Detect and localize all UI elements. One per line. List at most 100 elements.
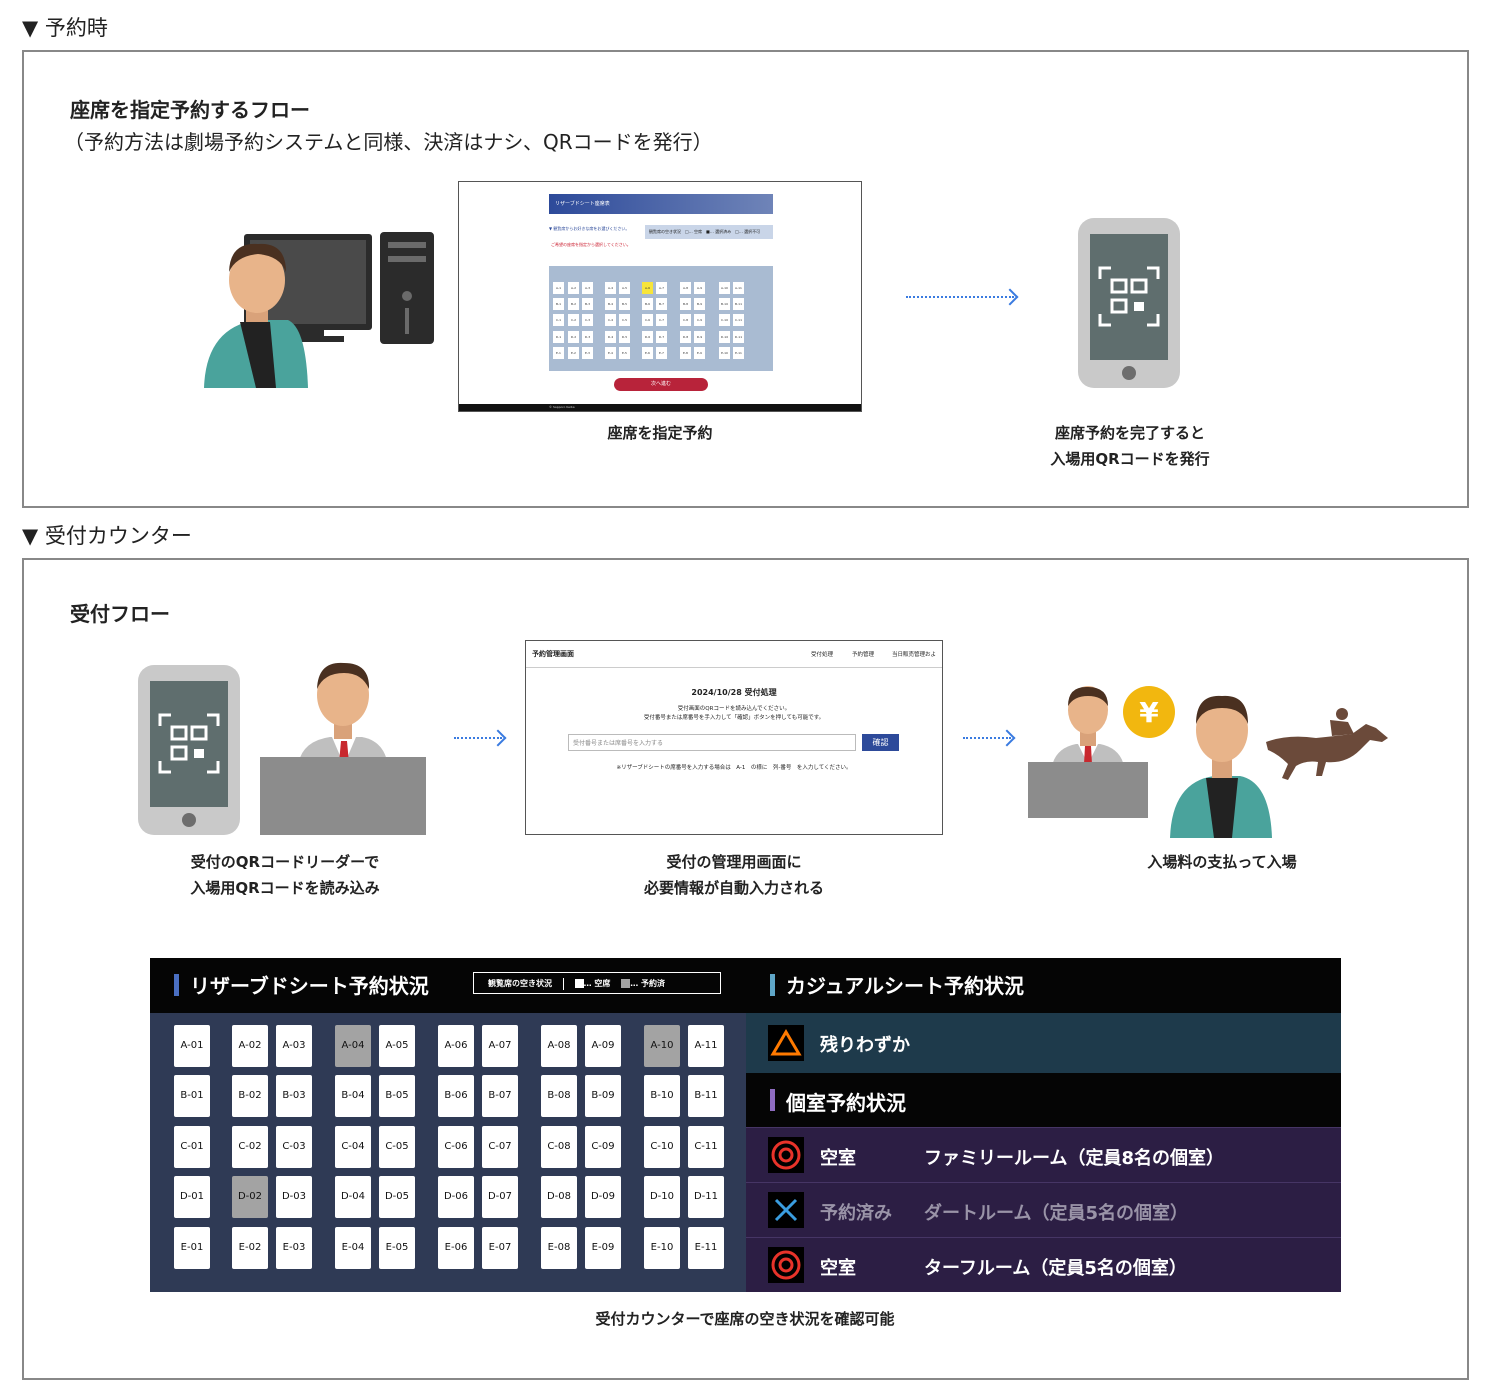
next-button[interactable]: 次へ進む (614, 378, 708, 391)
room-row: 空室 ファミリールーム（定員8名の個室） (746, 1127, 1341, 1182)
mini-seat[interactable]: E-4 (605, 347, 616, 359)
mini-seat[interactable]: D-7 (656, 331, 667, 343)
seat-note: ご希望の座席を指定から選択してください。 (551, 242, 631, 247)
mini-seat[interactable]: E-8 (680, 347, 691, 359)
seat-e-05: E-05 (379, 1227, 415, 1269)
mini-seat[interactable]: C-11 (733, 314, 744, 326)
mini-seat[interactable]: D-3 (582, 331, 593, 343)
mini-seat[interactable]: C-3 (582, 314, 593, 326)
seat-e-02: E-02 (232, 1227, 268, 1269)
seat-d-11: D-11 (688, 1176, 724, 1218)
mini-seat[interactable]: B-2 (568, 298, 579, 310)
seat-select-instruction: ▼ 観覧席からお好きな席をお選びください。 (549, 226, 630, 231)
mini-seat[interactable]: E-3 (582, 347, 593, 359)
mini-seat[interactable]: B-9 (694, 298, 705, 310)
casual-status-row: 残りわずか (746, 1013, 1341, 1073)
seat-e-11: E-11 (688, 1227, 724, 1269)
mini-seat[interactable]: E-1 (553, 347, 564, 359)
mini-seat[interactable]: E-10 (719, 347, 730, 359)
mini-seat[interactable]: B-6 (642, 298, 653, 310)
seat-legend: 観覧席の空き状況 … 空席 … 予約済 (473, 972, 721, 994)
mini-seat[interactable]: A-7 (656, 282, 667, 294)
phone-qr-illustration-2 (138, 665, 240, 835)
mini-seat[interactable]: A-9 (694, 282, 705, 294)
mini-seat[interactable]: C-8 (680, 314, 691, 326)
mini-seat[interactable]: D-8 (680, 331, 691, 343)
mini-seat[interactable]: B-8 (680, 298, 691, 310)
confirm-button[interactable]: 確認 (862, 734, 899, 751)
seat-a-09: A-09 (585, 1025, 621, 1067)
mini-seat[interactable]: D-9 (694, 331, 705, 343)
mini-seat[interactable]: A-6 (642, 282, 653, 294)
flow-arrow-1 (906, 296, 1014, 300)
mini-seat[interactable]: C-9 (694, 314, 705, 326)
seat-e-09: E-09 (585, 1227, 621, 1269)
mini-seat[interactable]: A-10 (719, 282, 730, 294)
mini-seat[interactable]: D-6 (642, 331, 653, 343)
seat-c-10: C-10 (644, 1126, 680, 1168)
seat-a-08: A-08 (541, 1025, 577, 1067)
seat-c-04: C-04 (335, 1126, 371, 1168)
reserved-accent-bar (174, 974, 179, 996)
seat-b-07: B-07 (482, 1075, 518, 1117)
section-label-counter: ▼ 受付カウンター (22, 524, 192, 548)
mini-seat[interactable]: C-10 (719, 314, 730, 326)
mini-seat[interactable]: A-5 (619, 282, 630, 294)
mini-seat[interactable]: C-7 (656, 314, 667, 326)
seat-b-02: B-02 (232, 1075, 268, 1117)
phone-qr-illustration (1078, 218, 1180, 388)
seat-e-03: E-03 (276, 1227, 312, 1269)
mini-seat[interactable]: A-1 (553, 282, 564, 294)
mini-seat[interactable]: D-11 (733, 331, 744, 343)
mini-seat[interactable]: B-7 (656, 298, 667, 310)
mini-seat[interactable]: B-3 (582, 298, 593, 310)
mini-seat[interactable]: C-5 (619, 314, 630, 326)
mini-seat[interactable]: C-4 (605, 314, 616, 326)
mini-seat[interactable]: D-10 (719, 331, 730, 343)
mini-seat[interactable]: E-7 (656, 347, 667, 359)
racehorse-icon (1266, 708, 1388, 780)
mini-seat[interactable]: E-11 (733, 347, 744, 359)
mini-seat[interactable]: B-1 (553, 298, 564, 310)
mini-seat[interactable]: D-4 (605, 331, 616, 343)
seat-b-03: B-03 (276, 1075, 312, 1117)
mini-seat[interactable]: B-10 (719, 298, 730, 310)
mini-seat[interactable]: E-5 (619, 347, 630, 359)
caption-payment: 入場料の支払って入場 (1147, 853, 1297, 871)
mini-seat[interactable]: A-2 (568, 282, 579, 294)
reception-number-input[interactable]: 受付番号または席番号を入力する (568, 734, 856, 751)
mini-seat[interactable]: B-5 (619, 298, 630, 310)
seat-a-01: A-01 (174, 1025, 210, 1067)
empty-swatch (574, 979, 584, 988)
nav-same-day[interactable]: 当日販売管理およ (892, 652, 937, 658)
cross-icon (768, 1192, 804, 1228)
mini-seat[interactable]: B-4 (605, 298, 616, 310)
mini-seat[interactable]: D-2 (568, 331, 579, 343)
section-label-reservation: ▼ 予約時 (22, 16, 108, 40)
mini-seat[interactable]: A-11 (733, 282, 744, 294)
reserved-title: リザーブドシート予約状況 (190, 974, 429, 998)
flow-arrow-3 (963, 737, 1011, 741)
mini-seat[interactable]: A-3 (582, 282, 593, 294)
mini-seat[interactable]: C-6 (642, 314, 653, 326)
caption-qr-issue-2: 入場用QRコードを発行 (1050, 450, 1210, 468)
mini-seat[interactable]: D-1 (553, 331, 564, 343)
mini-seat[interactable]: D-5 (619, 331, 630, 343)
mini-seat[interactable]: A-4 (605, 282, 616, 294)
mini-seat[interactable]: E-9 (694, 347, 705, 359)
casual-status: 残りわずか (820, 1035, 910, 1056)
nav-reception[interactable]: 受付処理 (811, 652, 834, 658)
mini-seat[interactable]: B-11 (733, 298, 744, 310)
mini-seat[interactable]: C-2 (568, 314, 579, 326)
mini-seat[interactable]: E-2 (568, 347, 579, 359)
private-header: 個室予約状況 (746, 1073, 1341, 1127)
seat-d-02: D-02 (232, 1176, 268, 1218)
mini-seat[interactable]: A-8 (680, 282, 691, 294)
nav-reservation[interactable]: 予約管理 (852, 652, 875, 658)
mini-seat[interactable]: E-6 (642, 347, 653, 359)
seat-b-09: B-09 (585, 1075, 621, 1117)
yen-coin-icon (1123, 686, 1175, 738)
mini-seat[interactable]: C-1 (553, 314, 564, 326)
room-status: 空室 (820, 1258, 856, 1279)
